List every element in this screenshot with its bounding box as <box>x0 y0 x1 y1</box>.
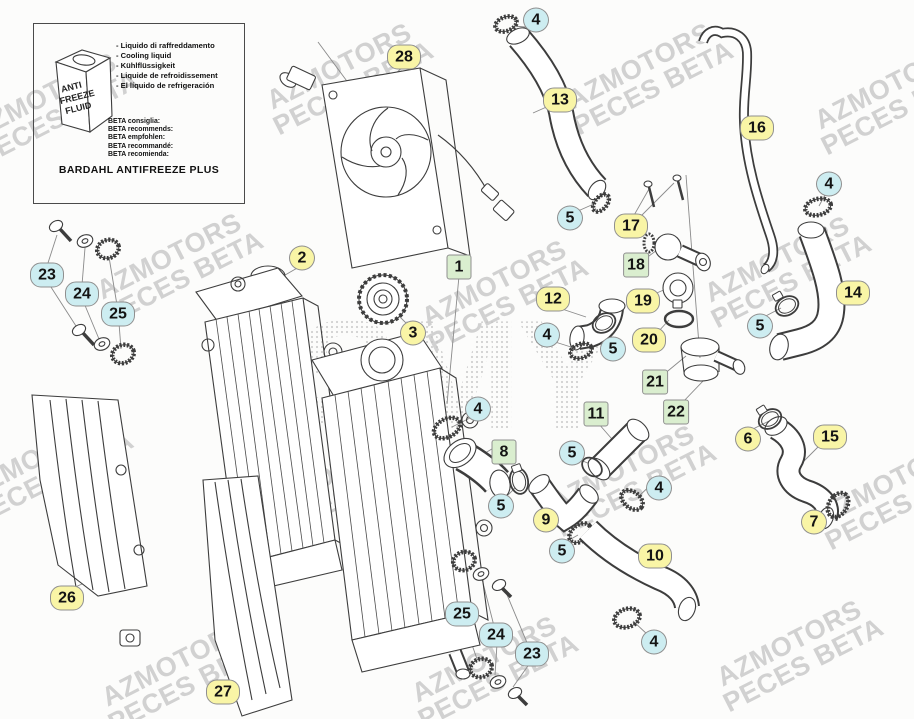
callout-21[interactable]: 21 <box>642 369 668 395</box>
thermostat-assembly <box>642 174 746 382</box>
callout-3[interactable]: 3 <box>400 320 426 346</box>
callout-28[interactable]: 28 <box>387 44 421 70</box>
callout-5[interactable]: 5 <box>549 538 575 564</box>
callout-4[interactable]: 4 <box>641 629 667 655</box>
hose-10 <box>578 520 700 630</box>
callout-7[interactable]: 7 <box>801 509 827 535</box>
svg-text:ANTI: ANTI <box>60 80 83 95</box>
radiator-right <box>311 331 493 680</box>
callout-1[interactable]: 1 <box>446 254 472 280</box>
callout-19[interactable]: 19 <box>626 288 660 314</box>
callout-18[interactable]: 18 <box>623 252 649 278</box>
callout-15[interactable]: 15 <box>813 424 847 450</box>
callout-2[interactable]: 2 <box>289 245 315 271</box>
callout-5[interactable]: 5 <box>600 336 626 362</box>
fastener-set-left <box>48 219 137 366</box>
fastener-set-bottom <box>450 549 529 707</box>
callout-5[interactable]: 5 <box>488 493 514 519</box>
callout-12[interactable]: 12 <box>536 286 570 312</box>
callout-4[interactable]: 4 <box>816 171 842 197</box>
callout-26[interactable]: 26 <box>50 585 84 611</box>
product-name: BARDAHL ANTIFREEZE PLUS <box>58 164 220 176</box>
callout-23[interactable]: 23 <box>30 262 64 288</box>
callout-20[interactable]: 20 <box>632 327 666 353</box>
callout-9[interactable]: 9 <box>533 507 559 533</box>
callout-5[interactable]: 5 <box>559 440 585 466</box>
antifreeze-info-box: ANTI FREEZE FLUID - Liquido di raffredda… <box>33 23 245 204</box>
coolant-names-list: - Liquido di raffreddamento - Cooling li… <box>116 41 218 90</box>
callout-17[interactable]: 17 <box>614 213 648 239</box>
tube-11 <box>581 418 650 512</box>
elbow-12 <box>568 298 626 361</box>
callout-5[interactable]: 5 <box>747 313 773 339</box>
callout-6[interactable]: 6 <box>735 426 761 452</box>
callout-11[interactable]: 11 <box>583 401 609 427</box>
hose-16 <box>698 25 779 275</box>
hose-15 <box>755 404 851 530</box>
louver-panel-27 <box>119 475 293 717</box>
radiator-cap <box>357 273 409 325</box>
callout-14[interactable]: 14 <box>836 280 870 306</box>
callout-24[interactable]: 24 <box>65 281 99 307</box>
callout-13[interactable]: 13 <box>543 87 577 113</box>
hose-13 <box>506 27 607 201</box>
callout-8[interactable]: 8 <box>491 439 517 465</box>
callout-5[interactable]: 5 <box>557 205 583 231</box>
callout-24[interactable]: 24 <box>479 622 513 648</box>
hose-14 <box>769 196 846 361</box>
callout-4[interactable]: 4 <box>465 396 491 422</box>
callout-10[interactable]: 10 <box>638 543 672 569</box>
louver-panel-26 <box>31 394 148 597</box>
callout-4[interactable]: 4 <box>523 7 549 33</box>
fan-assembly <box>279 65 515 269</box>
callout-22[interactable]: 22 <box>663 399 689 425</box>
beta-recommendations-list: BETA consiglia: BETA recommends: BETA em… <box>108 118 174 158</box>
callout-4[interactable]: 4 <box>534 322 560 348</box>
callout-25[interactable]: 25 <box>101 301 135 327</box>
callout-23[interactable]: 23 <box>515 641 549 667</box>
elbow-8 <box>431 415 530 499</box>
callout-4[interactable]: 4 <box>646 475 672 501</box>
hose-clamp <box>493 14 612 214</box>
antifreeze-can-drawing: ANTI FREEZE FLUID <box>54 49 113 134</box>
callout-25[interactable]: 25 <box>445 601 479 627</box>
callout-27[interactable]: 27 <box>206 679 240 705</box>
callout-16[interactable]: 16 <box>740 115 774 141</box>
